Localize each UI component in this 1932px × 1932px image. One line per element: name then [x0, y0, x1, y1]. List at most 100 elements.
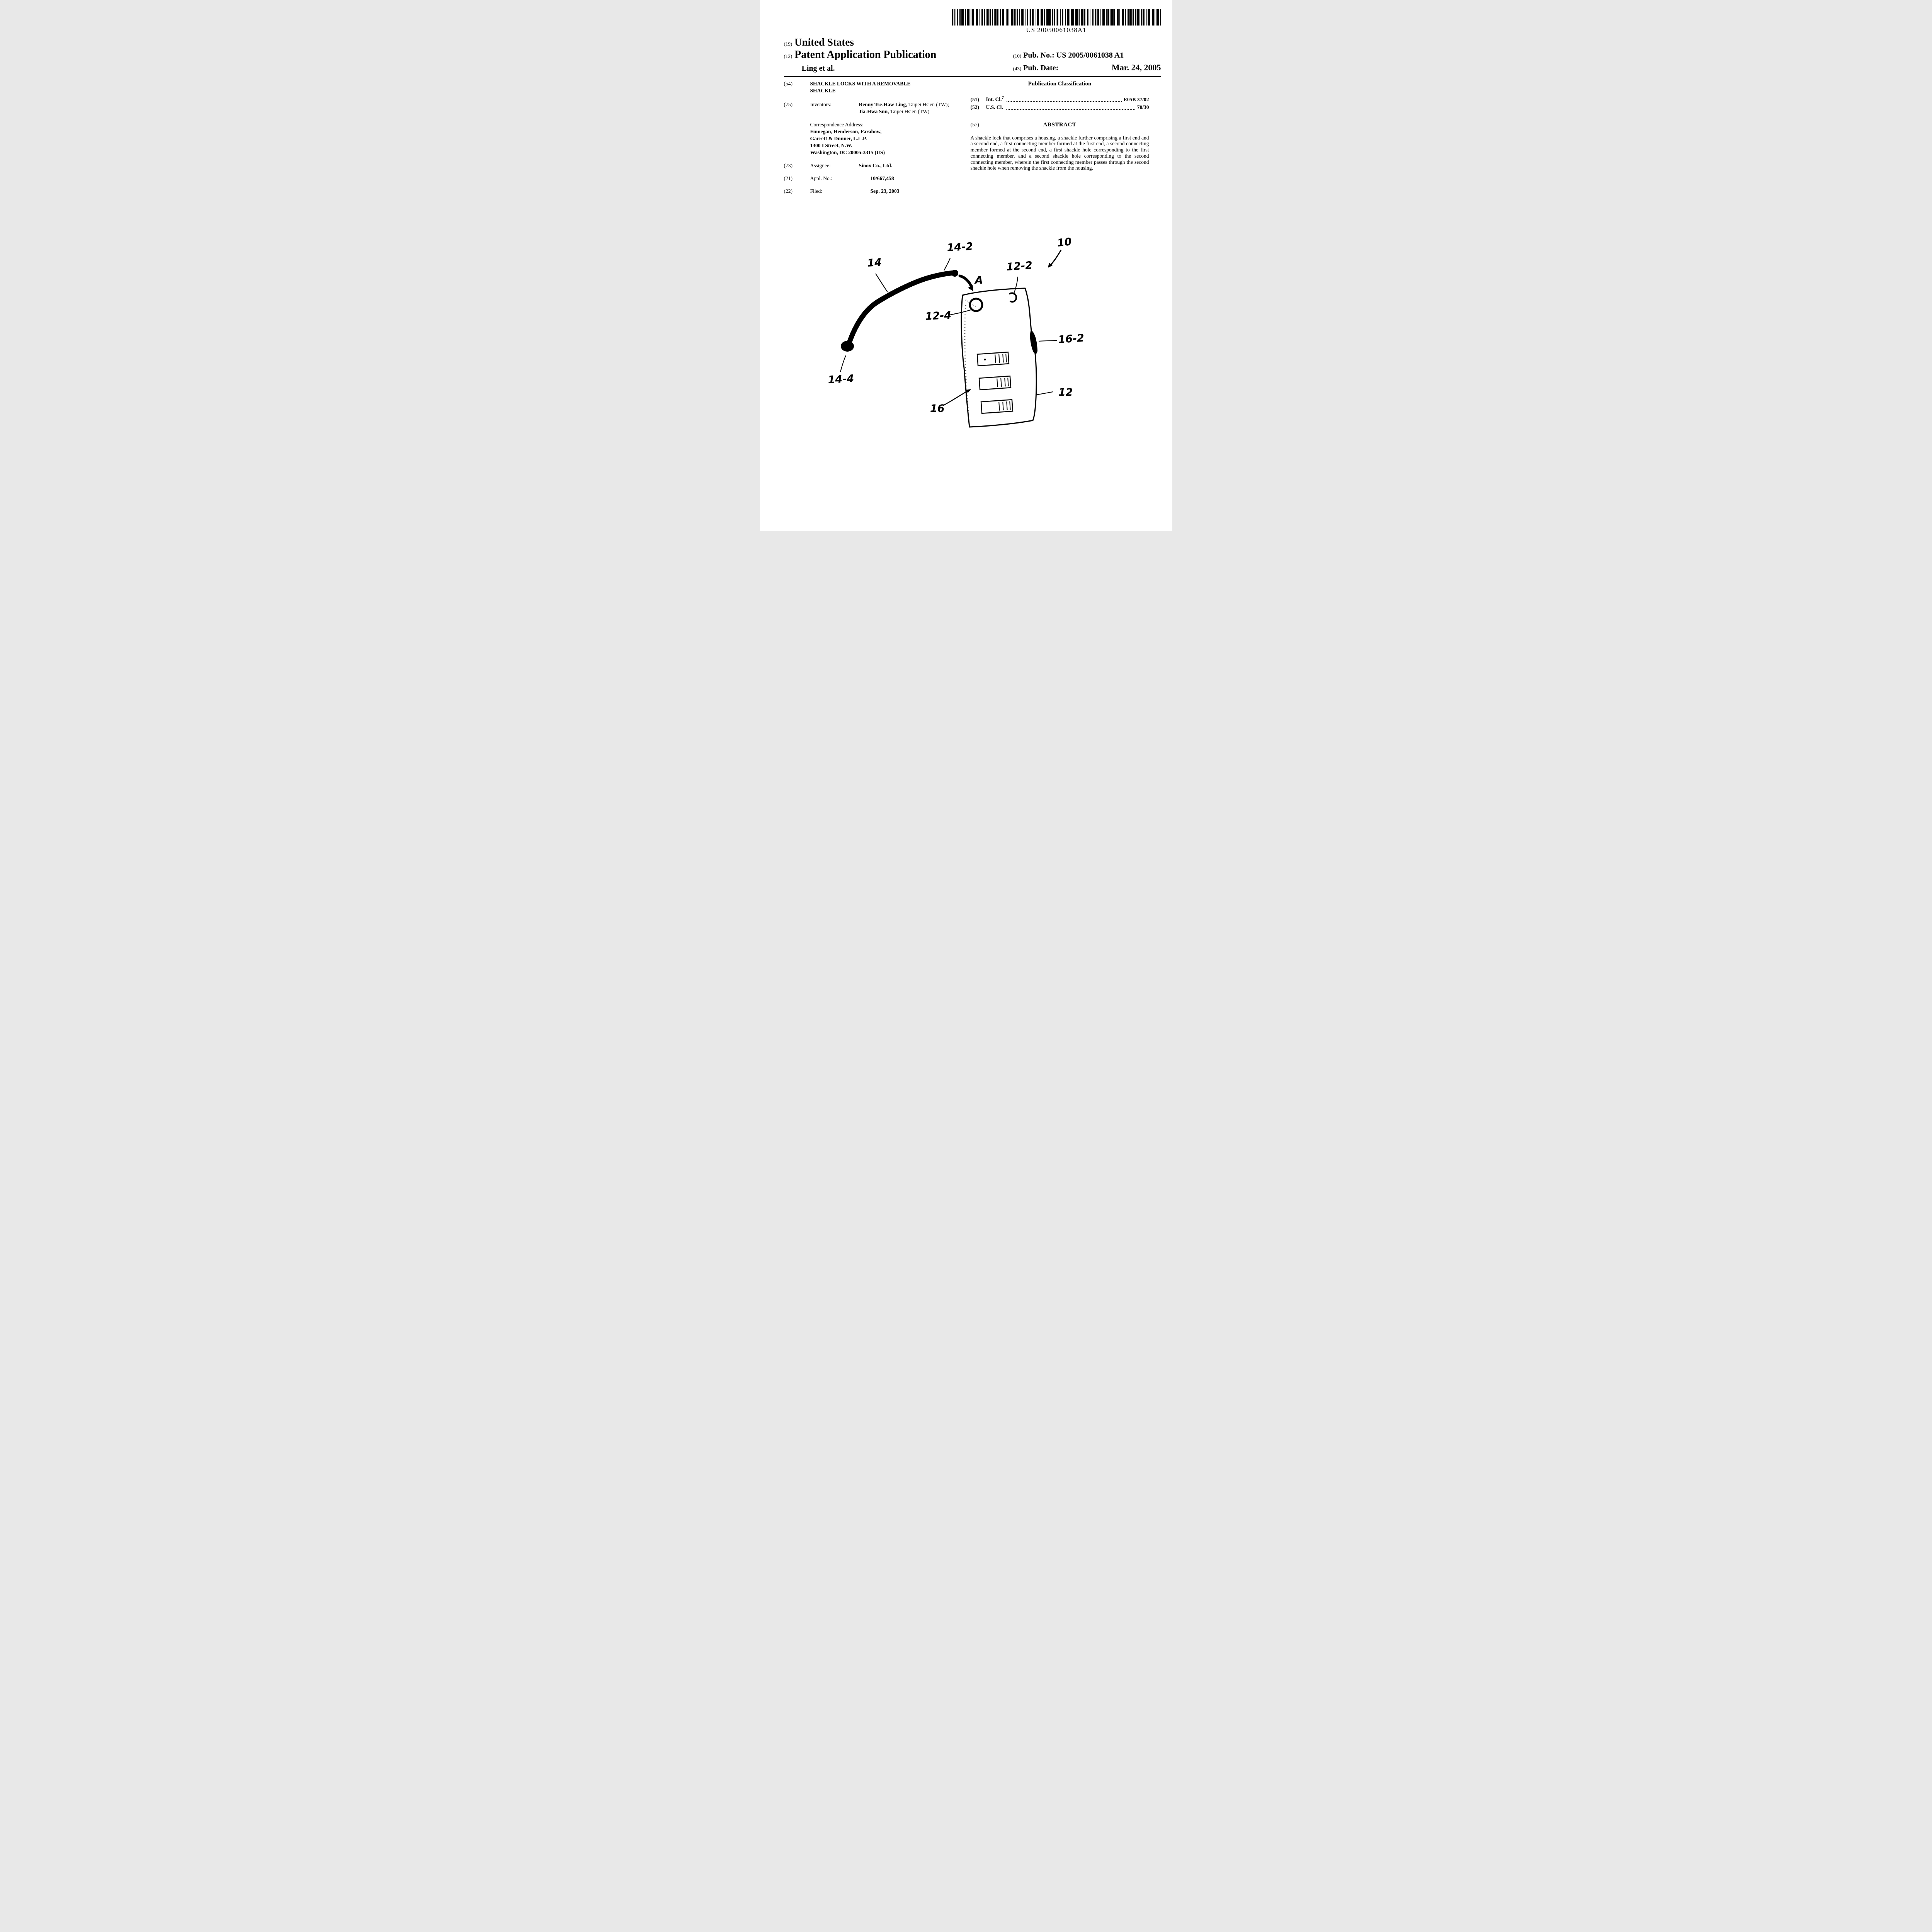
us-cl-label: U.S. Cl.: [986, 104, 1003, 110]
side-button: [1030, 330, 1037, 354]
pub-no-label: Pub. No.:: [1023, 51, 1054, 60]
ref-code-57: (57): [970, 121, 980, 128]
us-cl-row: (52) U.S. Cl. 70/30: [971, 104, 1149, 111]
header-divider-rule: [784, 76, 1161, 77]
ref-code-22: (22): [784, 188, 793, 194]
invention-title: SHACKLE LOCKS WITH A REMOVABLE SHACKLE: [810, 81, 911, 94]
assignee-row: (73) Assignee: Sinox Co., Ltd.: [784, 162, 958, 169]
correspondence-line-1: Finnegan, Henderson, Farabow,: [810, 129, 882, 134]
pub-date-left: (43) Pub. Date:: [1013, 64, 1059, 73]
barcode: [951, 9, 1161, 26]
corner-hook: [1009, 292, 1017, 303]
figure-ref-10: 10: [1056, 236, 1072, 249]
ref-10-arrowhead: [1048, 263, 1053, 268]
inventor-1-name: Renny Tse-Haw Ling,: [859, 102, 907, 107]
correspondence-line-4: Washington, DC 20005-3315 (US): [810, 150, 885, 155]
ref-code-10: (10): [1013, 53, 1022, 59]
leader-line-12: [1035, 391, 1053, 395]
title-row: (54) SHACKLE LOCKS WITH A REMOVABLE SHAC…: [784, 80, 958, 94]
dot-leader: [1007, 101, 1122, 102]
assignee-value: Sinox Co., Ltd.: [859, 163, 893, 168]
appl-no-value: 10/667,458: [870, 175, 894, 181]
publication-classification-heading: Publication Classification: [1028, 81, 1092, 87]
figure-ref-A: A: [974, 274, 983, 286]
inventors-value: Renny Tse-Haw Ling, Taipei Hsien (TW); J…: [859, 101, 954, 115]
correspondence-address-block: Correspondence Address: Finnegan, Hender…: [810, 121, 958, 156]
leader-line-14-4: [840, 355, 846, 372]
pub-date-value: Mar. 24, 2005: [1111, 63, 1161, 72]
abstract-text: A shackle lock that comprises a housing,…: [970, 134, 1149, 171]
insertion-arrowhead: [968, 285, 973, 291]
filed-date-row: (22) Filed: Sep. 23, 2003: [784, 188, 958, 195]
correspondence-label: Correspondence Address:: [810, 122, 864, 128]
ref-code-21: (21): [784, 175, 793, 181]
leader-line-14-2: [943, 258, 951, 271]
inventor-2-location: Taipei Hsien (TW): [889, 109, 930, 114]
figure-ref-12-4: 12-4: [925, 309, 951, 322]
leader-line-14: [875, 273, 888, 293]
dial-slot-2: [978, 375, 1011, 391]
dial-slot-1: [976, 351, 1009, 367]
figure-ref-16-2: 16-2: [1058, 332, 1085, 346]
us-cl-value: 70/30: [1137, 104, 1149, 110]
barcode-number: US 20050061038A1: [1026, 26, 1087, 34]
ref-code-43: (43): [1013, 66, 1022, 71]
ref-code-73: (73): [784, 163, 793, 168]
figure-ref-12-2: 12-2: [1006, 259, 1033, 273]
publication-date-line: (43) Pub. Date: Mar. 24, 2005: [1013, 63, 1161, 73]
inventor-2-name: Jia-Hwa Sun,: [859, 109, 889, 114]
bibliographic-column: (54) SHACKLE LOCKS WITH A REMOVABLE SHAC…: [784, 80, 958, 195]
filed-label: Filed:: [810, 188, 823, 194]
ref-code-51: (51): [970, 96, 980, 102]
leader-line-12-2: [1013, 276, 1018, 295]
body-stipple-edge: [964, 305, 969, 413]
ref-code-75: (75): [784, 102, 793, 107]
country-name: United States: [794, 36, 854, 48]
inventors-row: (75) Inventors: Renny Tse-Haw Ling, Taip…: [784, 101, 958, 115]
inventor-1-location: Taipei Hsien (TW);: [907, 102, 949, 107]
inventors-label: Inventors:: [810, 102, 832, 107]
shackle-cable: [846, 270, 957, 347]
leader-line-12-4: [947, 310, 971, 316]
author-line: Ling et al.: [801, 64, 835, 73]
figure-ref-12: 12: [1058, 386, 1073, 398]
application-number-row: (21) Appl. No.: 10/667,458: [784, 175, 958, 182]
appl-no-label: Appl. No.:: [810, 175, 832, 181]
abstract-heading: ABSTRACT: [1043, 121, 1077, 128]
abstract-heading-row: (57) ABSTRACT: [971, 121, 1149, 128]
shackle-hole-ring: [969, 298, 983, 312]
figure-ref-14-4: 14-4: [827, 372, 854, 386]
dial-slot-3: [980, 399, 1013, 414]
publication-number-line: (10) Pub. No.: US 2005/0061038 A1: [1013, 51, 1161, 60]
leader-line-16: [942, 389, 969, 406]
correspondence-line-2: Garrett & Dunner, L.L.P.: [810, 136, 867, 141]
ref-code-52: (52): [970, 104, 980, 110]
classification-abstract-column: Publication Classification (51) Int. Cl.…: [971, 80, 1149, 171]
classification-rows: (51) Int. Cl.7 E05B 37/02 (52) U.S. Cl. …: [971, 94, 1149, 111]
assignee-label: Assignee:: [810, 163, 831, 168]
header-kind-line: (12)Patent Application Publication: [784, 49, 937, 61]
figure-ref-14-2: 14-2: [946, 240, 973, 253]
int-cl-superscript: 7: [1002, 95, 1004, 100]
int-cl-value: E05B 37/02: [1123, 96, 1149, 102]
publication-kind: Patent Application Publication: [794, 49, 937, 61]
figure-ref-14: 14: [867, 256, 882, 269]
ref-code-54: (54): [784, 81, 793, 87]
patent-front-page: US 20050061038A1 (19)United States (12)P…: [760, 0, 1172, 531]
shackle-tip: [951, 270, 958, 277]
figure-ref-16: 16: [930, 403, 945, 415]
int-cl-label-text: Int. Cl.: [986, 96, 1002, 102]
shackle-end-ball: [840, 341, 854, 352]
leader-line-16-2: [1038, 340, 1057, 342]
pub-date-label: Pub. Date:: [1023, 64, 1059, 72]
ref-code-12: (12): [784, 53, 793, 59]
pub-no-value: US 2005/0061038 A1: [1056, 51, 1124, 60]
header-country-line: (19)United States: [784, 36, 854, 48]
dot-leader: [1005, 109, 1135, 110]
ref-10-arrow: [1048, 250, 1061, 267]
correspondence-line-3: 1300 I Street, N.W.: [810, 143, 852, 148]
leader-16-arrowhead: [966, 389, 971, 393]
ref-code-19: (19): [784, 41, 793, 47]
filed-value: Sep. 23, 2003: [870, 188, 900, 194]
insertion-arrow: [958, 274, 973, 289]
